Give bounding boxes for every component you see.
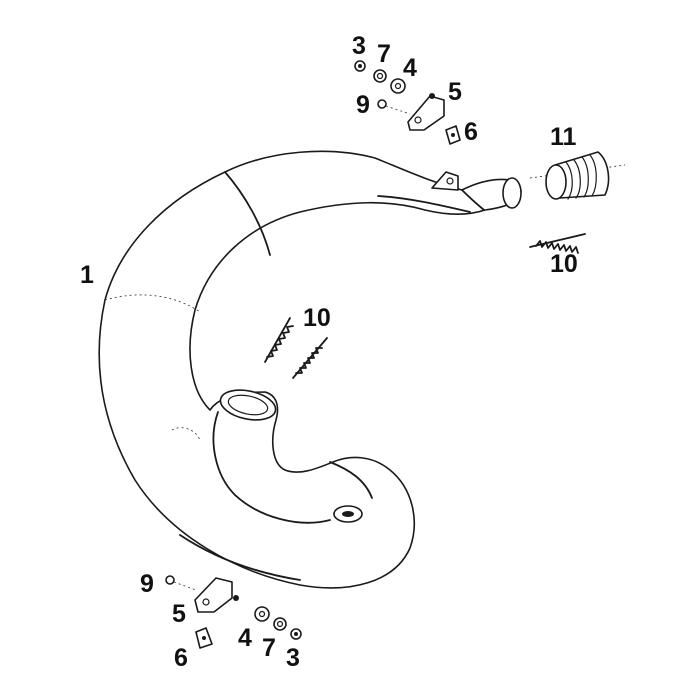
callout-10-right: 10: [550, 250, 578, 278]
callout-7-top: 7: [377, 40, 391, 68]
callout-6-bottom: 6: [174, 644, 188, 672]
callout-11: 11: [550, 123, 577, 151]
callout-5-bottom: 5: [172, 600, 186, 628]
bottom-hardware-group: [165, 575, 302, 649]
spring-middle-left: [264, 317, 294, 363]
callout-10-middle: 10: [303, 304, 331, 332]
callout-3-bottom: 3: [286, 644, 300, 672]
rubber-sleeve: [529, 151, 626, 200]
callout-7-bottom: 7: [262, 634, 276, 662]
callout-6-top: 6: [464, 118, 478, 146]
top-hardware-group: [354, 60, 461, 145]
expansion-chamber-pipe: [98, 150, 522, 589]
callout-9-top: 9: [356, 91, 370, 119]
callout-3-top: 3: [352, 32, 366, 60]
callout-5-top: 5: [448, 78, 462, 106]
callout-4-bottom: 4: [238, 624, 252, 652]
callout-1: 1: [80, 261, 94, 289]
callout-labels: 1 3 7 4 5 9 6 11 10 10 9 5 4 7 3 6: [80, 32, 578, 672]
callout-4-top: 4: [403, 54, 417, 82]
callout-9-bottom: 9: [140, 570, 154, 598]
spring-middle-right: [292, 337, 328, 379]
spring-upper-right: [529, 233, 586, 254]
